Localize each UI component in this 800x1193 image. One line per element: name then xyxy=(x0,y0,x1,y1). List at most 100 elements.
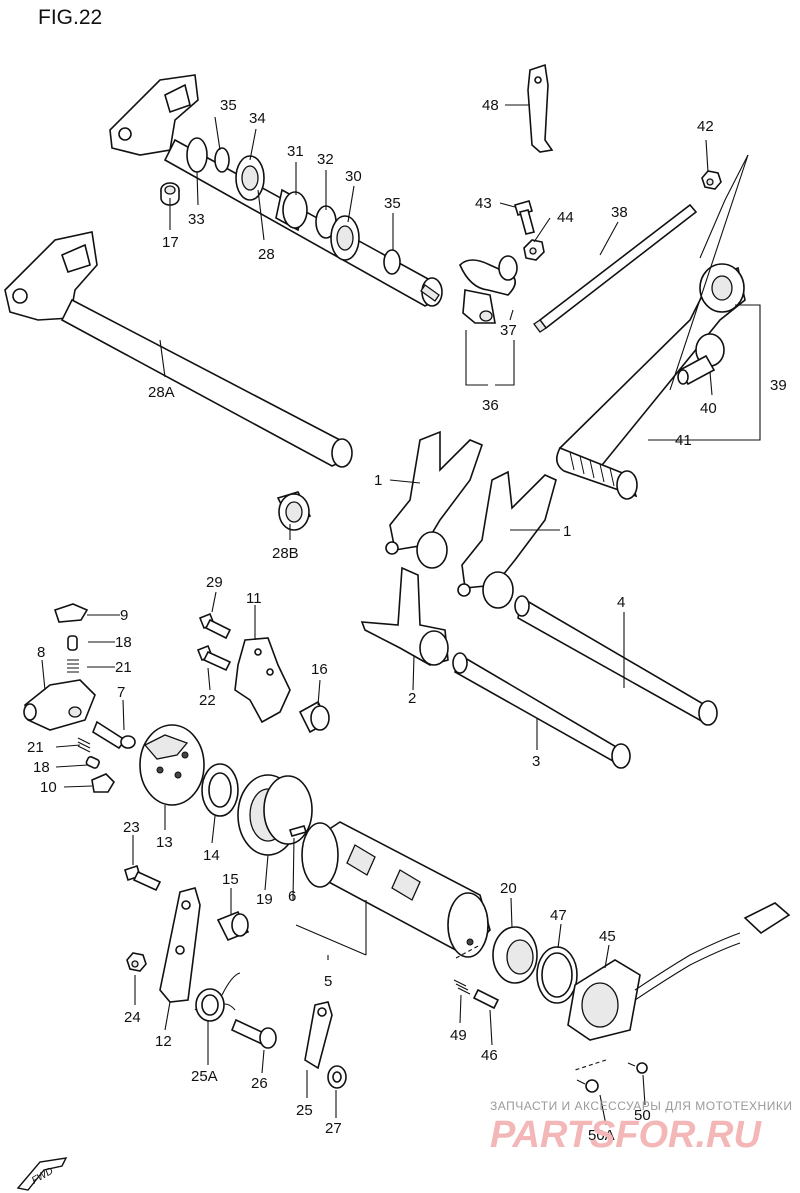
label-7: 7 xyxy=(117,684,125,701)
shaft-washers xyxy=(186,137,401,275)
watermark-line2: PARTSFOR.RU xyxy=(490,1114,762,1156)
pin-18a xyxy=(67,635,78,651)
spring-25a xyxy=(194,972,241,1022)
watermark: ЗАПЧАСТИ И АКСЕССУАРЫ ДЛЯ МОТОТЕХНИКИ PA… xyxy=(490,1099,792,1156)
stopper-8 xyxy=(23,679,96,731)
label-38: 38 xyxy=(611,204,628,221)
bolt-22 xyxy=(196,644,232,672)
label-17: 17 xyxy=(162,234,179,251)
nut-44 xyxy=(523,239,545,261)
bolt-26 xyxy=(230,1018,277,1049)
plate-11 xyxy=(234,637,291,724)
label-18a: 18 xyxy=(115,634,132,651)
arm-25 xyxy=(304,1001,333,1070)
cap-17 xyxy=(160,182,180,206)
shift-drum-5 xyxy=(301,821,491,958)
label-6: 6 xyxy=(288,888,296,905)
label-33: 33 xyxy=(188,211,205,228)
label-16: 16 xyxy=(311,661,328,678)
shift-cam-13 xyxy=(139,724,205,806)
label-31: 31 xyxy=(287,143,304,160)
label-4: 4 xyxy=(617,594,625,611)
spring-21b xyxy=(77,737,91,753)
label-48: 48 xyxy=(482,97,499,114)
label-18b: 18 xyxy=(33,759,50,776)
label-45: 45 xyxy=(599,928,616,945)
label-10: 10 xyxy=(40,779,57,796)
position-switch-45 xyxy=(567,902,791,1041)
label-40: 40 xyxy=(700,400,717,417)
label-37: 37 xyxy=(500,322,517,339)
pin-46 xyxy=(472,988,500,1010)
label-29: 29 xyxy=(206,574,223,591)
leader-lines xyxy=(41,104,761,1126)
bracket-48 xyxy=(527,63,554,153)
label-46: 46 xyxy=(481,1047,498,1064)
bearing-19 xyxy=(237,774,313,856)
screw-50 xyxy=(627,1062,648,1074)
label-30: 30 xyxy=(345,168,362,185)
label-49: 49 xyxy=(450,1027,467,1044)
label-2: 2 xyxy=(408,690,416,707)
pin-6 xyxy=(288,825,308,837)
bolt-40 xyxy=(677,333,725,386)
shift-fork-1b xyxy=(457,470,557,609)
label-9: 9 xyxy=(120,607,128,624)
cam-guide-9 xyxy=(53,603,89,623)
fork-shaft-4 xyxy=(514,595,718,726)
label-21a: 21 xyxy=(115,659,132,676)
label-14: 14 xyxy=(203,847,220,864)
label-36: 36 xyxy=(482,397,499,414)
label-44: 44 xyxy=(557,209,574,226)
label-13: 13 xyxy=(156,834,173,851)
label-43: 43 xyxy=(475,195,492,212)
label-19: 19 xyxy=(256,891,273,908)
gearshift-shaft-28a xyxy=(4,231,353,468)
label-8: 8 xyxy=(37,644,45,661)
nut-24 xyxy=(126,952,147,972)
label-39: 39 xyxy=(770,377,787,394)
label-12: 12 xyxy=(155,1033,172,1050)
pin-7 xyxy=(92,720,136,750)
pin-18b xyxy=(85,756,100,769)
collar-28b xyxy=(276,491,312,531)
rod-joint-37 xyxy=(459,255,518,324)
shift-fork-1a xyxy=(385,430,483,569)
label-41: 41 xyxy=(675,432,692,449)
label-11: 11 xyxy=(246,590,262,607)
fwd-arrow-icon: FWD xyxy=(16,1157,68,1191)
guide-10 xyxy=(91,773,116,793)
label-35b: 35 xyxy=(384,195,401,212)
screw-50a xyxy=(576,1079,599,1093)
label-50a: 50A xyxy=(588,1127,615,1144)
o-ring-47 xyxy=(536,946,578,1004)
bolt-23 xyxy=(124,864,162,892)
label-28b: 28B xyxy=(272,545,299,562)
spring-21a xyxy=(67,659,79,673)
label-1a: 1 xyxy=(374,472,382,489)
shift-fork-2 xyxy=(360,566,449,666)
label-1b: 1 xyxy=(563,523,571,540)
bolt-29 xyxy=(198,612,232,640)
label-24: 24 xyxy=(124,1009,141,1026)
collar-16 xyxy=(298,700,330,734)
part-labels: 35 34 31 32 30 35 33 17 28 28A 28B 48 43… xyxy=(27,97,787,1144)
label-47: 47 xyxy=(550,907,567,924)
rod-38 xyxy=(533,203,698,333)
label-50: 50 xyxy=(634,1107,651,1124)
fork-shaft-3 xyxy=(452,652,631,769)
label-3: 3 xyxy=(532,753,540,770)
label-21b: 21 xyxy=(27,739,44,756)
washer-14 xyxy=(201,763,239,817)
label-28a: 28A xyxy=(148,384,175,401)
label-22: 22 xyxy=(199,692,216,709)
bolt-43 xyxy=(514,200,535,235)
label-34: 34 xyxy=(249,110,266,127)
label-26: 26 xyxy=(251,1075,268,1092)
label-32: 32 xyxy=(317,151,334,168)
label-25a: 25A xyxy=(191,1068,218,1085)
bearing-20 xyxy=(492,926,538,984)
nut-42 xyxy=(701,170,722,190)
lever-12 xyxy=(159,887,201,1003)
